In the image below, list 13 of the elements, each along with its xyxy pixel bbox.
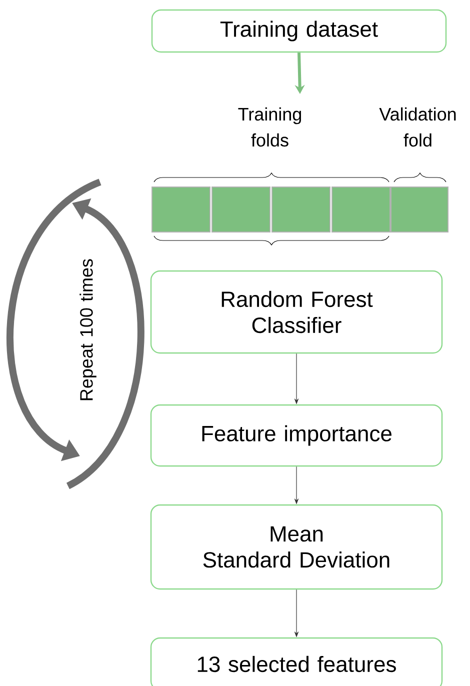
process-box: 13 selected features [150,637,443,686]
label: Training folds [238,107,301,147]
process-box: Feature importance [150,404,443,467]
fold-block [152,186,210,232]
fold-block [212,186,270,232]
fold-block [390,186,448,232]
label: Repeat 100 times [80,259,96,400]
fold-block [332,186,390,232]
process-box: Mean Standard Deviation [150,504,443,590]
process-box: Training dataset [151,9,447,53]
label: Validation fold [379,107,456,147]
process-box: Random Forest Classifier [150,270,443,354]
fold-block [272,186,330,232]
